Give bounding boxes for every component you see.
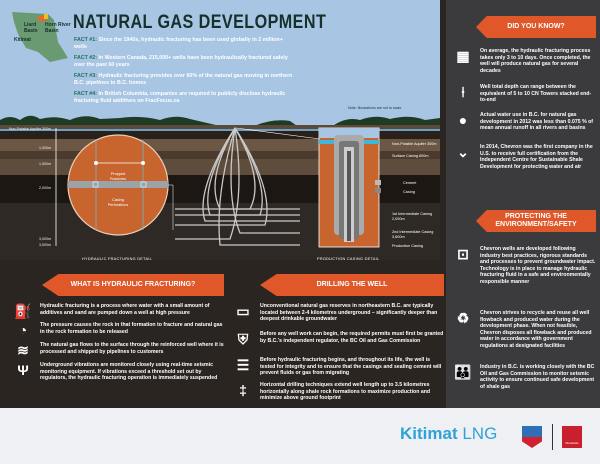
sign-icon: ▭ xyxy=(236,303,250,319)
depth-label: 2,000m xyxy=(39,186,51,190)
item-text: Before any well work can begin, the requ… xyxy=(260,331,444,344)
item-text: The pressure causes the rock in that for… xyxy=(40,322,223,335)
casing-label: Surface Casing 600m xyxy=(392,154,429,158)
depth-label: 3,000m xyxy=(39,237,51,241)
fracturing-diagram xyxy=(55,127,381,248)
bc-map xyxy=(12,12,68,62)
list-item: ▭ Unconventional natural gas reserves in … xyxy=(232,303,444,323)
drilling-banner: DRILLING THE WELL xyxy=(260,274,444,296)
depth-label: 1,000m xyxy=(39,146,51,150)
woodside-logo: Woodside xyxy=(562,426,582,448)
people-icon: 👪 xyxy=(454,364,472,380)
gas-flow-icon: ≋ xyxy=(17,342,29,358)
chevron-logo xyxy=(522,426,542,448)
legend-casing: Casing xyxy=(403,190,415,194)
caption: PRODUCTION CASING DETAIL xyxy=(317,257,380,261)
item-text: On average, the hydraulic fracturing pro… xyxy=(480,48,591,74)
right-panel xyxy=(446,0,600,408)
list-item: ⍿ Well total depth can range between the … xyxy=(452,84,597,104)
seismic-icon: Ψ xyxy=(17,362,29,378)
cn-tower-icon: ⍿ xyxy=(461,84,465,100)
list-item: Ψ Underground vibrations are monitored cl… xyxy=(12,362,224,382)
shield-check-icon: ⛨ xyxy=(237,331,249,347)
casing-label: Production Casing xyxy=(392,244,424,248)
list-item: 👪 Industry in B.C. is working closely wit… xyxy=(452,364,597,390)
list-item: ● Actual water use in B.C. for natural ga… xyxy=(452,112,597,132)
fact-1: FACT #1: Since the 1940s, hydraulic frac… xyxy=(74,37,283,50)
item-text: Actual water use in B.C. for natural gas… xyxy=(480,112,594,132)
did-you-know-banner: DID YOU KNOW? xyxy=(476,16,596,38)
item-text: Chevron wells are developed following in… xyxy=(480,246,596,285)
item-text: In 2014, Chevron was the first company i… xyxy=(480,144,593,170)
legend-cement: Cement xyxy=(403,181,417,185)
drill-icon: ‡ xyxy=(239,382,247,398)
hydraulic-banner: WHAT IS HYDRAULIC FRACTURING? xyxy=(42,274,224,296)
map-label-horn-river-basin: Horn River Basin xyxy=(45,22,71,34)
wellbore-paths xyxy=(175,127,300,246)
fracture-label: Propped Fractures xyxy=(109,172,127,181)
fact-2: FACT #2: In Western Canada, 215,000+ wel… xyxy=(74,55,288,68)
pump-icon: ⛽ xyxy=(14,303,32,319)
calendar-icon: ▦ xyxy=(456,48,470,64)
recycle-icon: ♻ xyxy=(456,310,470,326)
item-text: Industry in B.C. is working closely with… xyxy=(480,364,595,390)
casing-label: 1st Intermediate Casing 2,000m xyxy=(392,212,433,221)
kitimat-lng-logo: Kitimat LNG xyxy=(400,424,498,443)
list-item: ⛽ Hydraulic fracturing is a process where… xyxy=(12,303,224,319)
item-text: Unconventional natural gas reserves in n… xyxy=(260,303,438,323)
item-text: Horizontal drilling techniques extend we… xyxy=(260,382,431,402)
casing-label: Non-Potable Aquifer 300m xyxy=(392,142,437,146)
caption: HYDRAULIC FRACTURING DETAIL xyxy=(82,257,153,261)
list-item: ♻ Chevron strives to recycle and reuse al… xyxy=(452,310,597,350)
checklist-icon: ☰ xyxy=(236,357,250,373)
list-item: ⛨ Before any well work can begin, the req… xyxy=(232,331,444,347)
wellhead-icon: ⊡ xyxy=(457,246,469,262)
item-text: Hydraulic fracturing is a process where … xyxy=(40,303,210,316)
gauge-icon: ◔ xyxy=(18,322,28,338)
item-text: Well total depth can range between the e… xyxy=(480,84,592,104)
map-label-liard-basin: Liard Basin xyxy=(24,22,38,34)
depth-label: 3,500m xyxy=(39,243,51,247)
fracture-label: Casing Perforations xyxy=(107,198,129,207)
sky-background xyxy=(0,0,440,125)
fact-4: FACT #4: In British Columbia, companies … xyxy=(74,91,286,104)
item-text: Before hydraulic fracturing begins, and … xyxy=(260,357,442,377)
item-text: The natural gas flows to the surface thr… xyxy=(40,342,224,355)
list-item: ⌄ In 2014, Chevron was the first company … xyxy=(452,144,597,170)
scale-note: Note: Illustrations are not to scale xyxy=(348,106,402,110)
list-item: ≋ The natural gas flows to the surface th… xyxy=(12,342,224,358)
tree-line xyxy=(0,115,440,128)
footer: Kitimat LNG Woodside xyxy=(0,408,600,464)
list-item: ‡ Horizontal drilling techniques extend w… xyxy=(232,382,444,402)
water-icon: ● xyxy=(458,112,468,128)
fact-3: FACT #3: Hydraulic fracturing provides o… xyxy=(74,73,293,86)
list-item: ▦ On average, the hydraulic fracturing pr… xyxy=(452,48,597,74)
page-title: NATURAL GAS DEVELOPMENT xyxy=(73,12,327,33)
list-item: ◔ The pressure causes the rock in that fo… xyxy=(12,322,224,338)
depth-label: 1,500m xyxy=(39,162,51,166)
map-label-kitimat: Kitimat xyxy=(14,37,31,43)
item-text: Chevron strives to recycle and reuse all… xyxy=(480,310,592,349)
chevron-logo-icon: ⌄ xyxy=(457,144,469,160)
list-item: ☰ Before hydraulic fracturing begins, and… xyxy=(232,357,444,377)
item-text: Underground vibrations are monitored clo… xyxy=(40,362,218,382)
casing-label: 2nd Intermediate Casing 3,600m xyxy=(392,230,434,239)
depth-label: Non-Potable Aquifer 300m xyxy=(8,127,51,131)
environment-banner: PROTECTING THE ENVIRONMENT/SAFETY xyxy=(476,210,596,232)
list-item: ⊡ Chevron wells are developed following i… xyxy=(452,246,597,286)
